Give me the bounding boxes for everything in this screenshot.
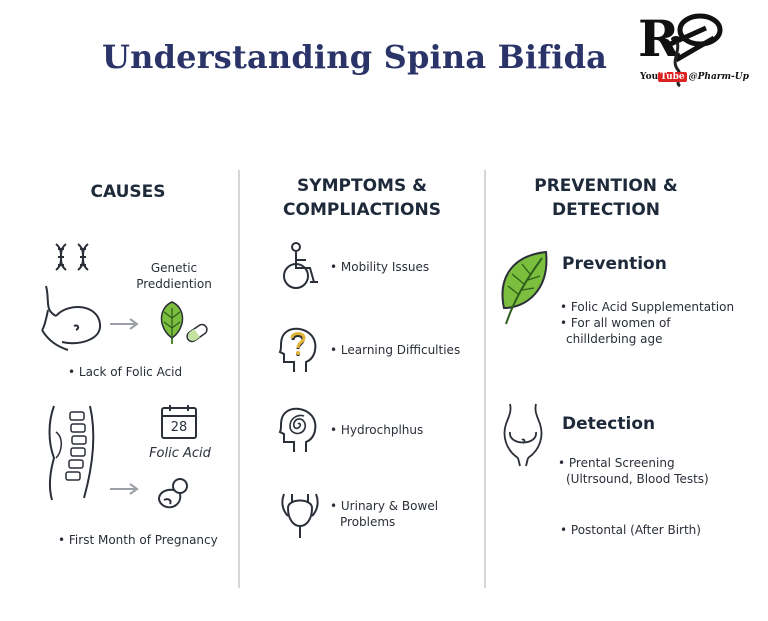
- symptom-urinary-line1: • Urinary & Bowel: [330, 499, 439, 513]
- column-divider-right: [484, 170, 486, 588]
- question-mark-fill: [290, 332, 306, 355]
- youtube-tube: Tube: [658, 72, 687, 82]
- detection-bullet-2: • Postontal (After Birth): [560, 523, 701, 537]
- symptoms-heading-line1: SYMPTOMS &: [297, 176, 427, 196]
- causes-heading: CAUSES: [90, 182, 166, 202]
- lack-folic-acid-label: • Lack of Folic Acid: [68, 365, 183, 379]
- youtube-prefix: You: [640, 72, 659, 82]
- folic-acid-caption: Folic Acid: [149, 446, 211, 461]
- prevention-bullet-2-cont: chillderbing age: [566, 332, 663, 346]
- symptom-hydrocephalus: • Hydrochplhus: [330, 423, 424, 437]
- calendar-number: 28: [170, 420, 188, 435]
- prevention-bullet-2: • For all women of: [560, 316, 671, 330]
- pregnant-body-icon: [503, 403, 543, 467]
- detection-title: Detection: [562, 414, 656, 434]
- spine-body-icon: [48, 405, 95, 501]
- prevention-heading-line2: DETECTION: [551, 200, 660, 220]
- genetic-label-line2: Preddiention: [136, 277, 212, 291]
- prevention-heading-line1: PREVENTION &: [534, 176, 678, 196]
- genetic-label-line1: Genetic: [150, 261, 198, 275]
- arrow-right-icon: [110, 483, 139, 495]
- pharmacy-rx-logo: R: [638, 9, 723, 88]
- fetus-icon: [158, 478, 188, 509]
- dna-icon: [55, 243, 89, 271]
- symptom-mobility: • Mobility Issues: [330, 260, 430, 274]
- page-title: Understanding Spina Bifida: [102, 38, 608, 76]
- detection-bullet-1-cont: (Ultrsound, Blood Tests): [566, 472, 709, 486]
- prevention-bullet-1: • Folic Acid Supplementation: [560, 300, 735, 314]
- first-month-label: • First Month of Pregnancy: [58, 533, 218, 547]
- spinach-leaf-icon: [160, 301, 184, 344]
- pregnant-woman-icon: [41, 285, 102, 351]
- arrow-right-icon: [110, 318, 139, 330]
- wheelchair-icon: [283, 242, 318, 289]
- detection-bullet-1: • Prental Screening: [558, 456, 675, 470]
- bladder-icon: [281, 493, 319, 538]
- calendar-icon: [161, 405, 197, 439]
- head-spiral-icon: [278, 407, 317, 452]
- pill-capsule-icon: [186, 323, 208, 343]
- symptom-urinary-line2: Problems: [340, 515, 396, 529]
- prevention-title: Prevention: [562, 254, 667, 274]
- column-divider-left: [238, 170, 240, 588]
- symptoms-heading-line2: COMPLIACTIONS: [283, 200, 441, 220]
- symptom-learning: • Learning Difficulties: [330, 343, 461, 357]
- green-leaf-icon: [501, 250, 548, 325]
- channel-name: @Pharm-Up: [688, 72, 749, 82]
